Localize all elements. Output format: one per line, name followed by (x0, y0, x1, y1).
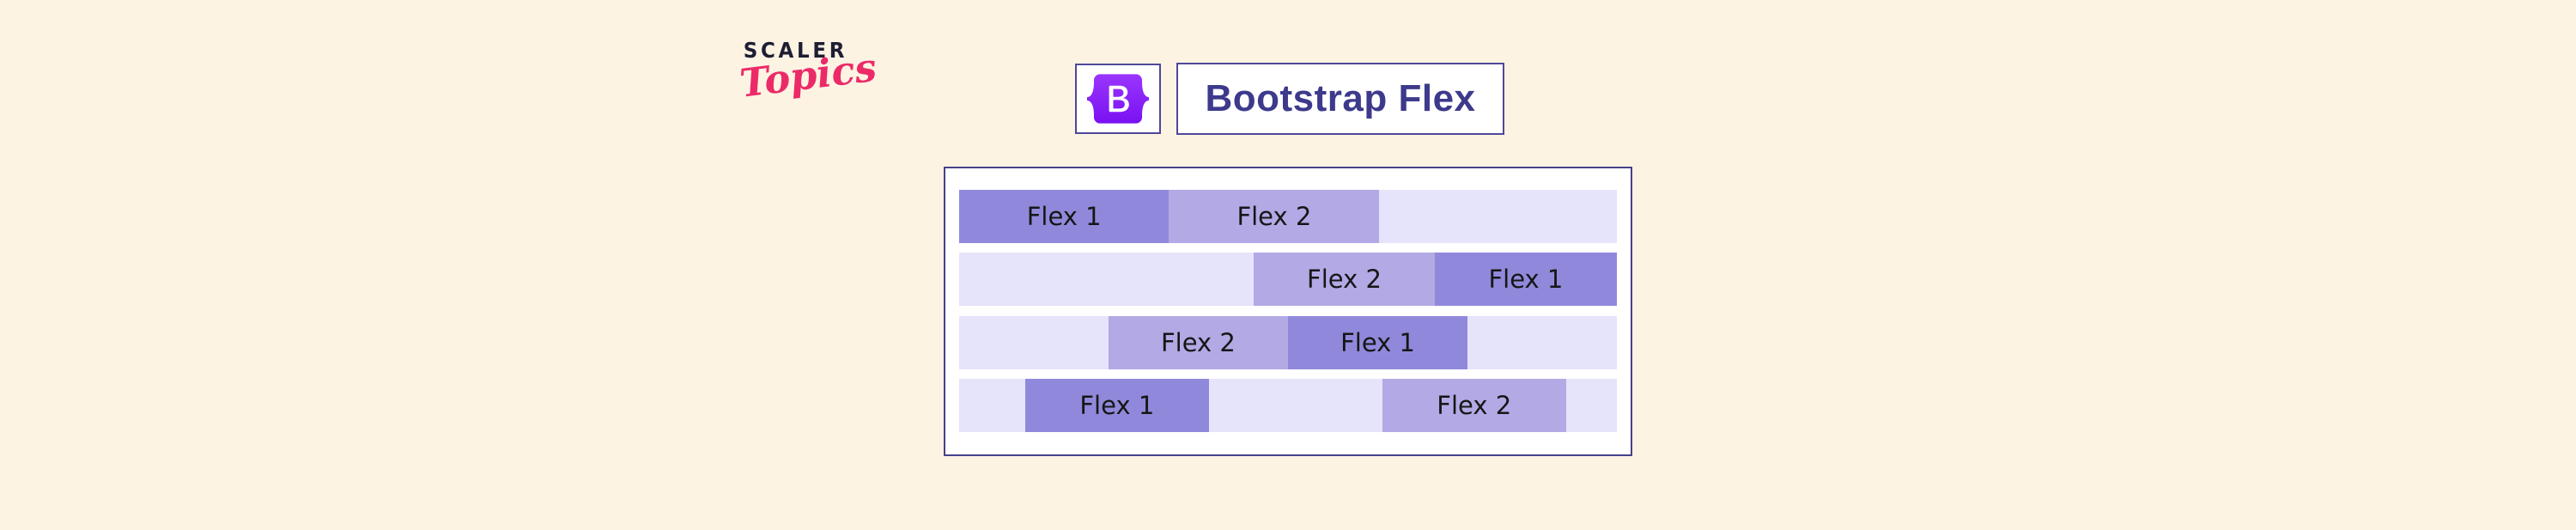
flex-bar-flex1: Flex 1 (1024, 378, 1210, 432)
flex-track-spaced: Flex 1 Flex 2 (959, 378, 1617, 432)
logo-scaler-text: SCALER (743, 38, 848, 63)
scaler-topics-logo: SCALER Topics (737, 38, 879, 107)
bootstrap-icon-box (1075, 64, 1161, 134)
flex-bar-flex2: Flex 2 (1382, 378, 1566, 432)
flex-bar-flex1: Flex 1 (959, 190, 1170, 243)
title-box: Bootstrap Flex (1176, 63, 1504, 135)
page-title: Bootstrap Flex (1205, 77, 1476, 119)
bootstrap-icon (1087, 74, 1149, 124)
flex-bar-flex2: Flex 2 (1169, 190, 1380, 243)
flex-bar-flex2: Flex 2 (1108, 315, 1288, 369)
logo-topics-text: Topics (737, 44, 879, 107)
flex-bar-flex2: Flex 2 (1254, 253, 1435, 307)
flex-bar-flex1: Flex 1 (1434, 253, 1617, 307)
flex-bar-flex1: Flex 1 (1288, 315, 1468, 369)
